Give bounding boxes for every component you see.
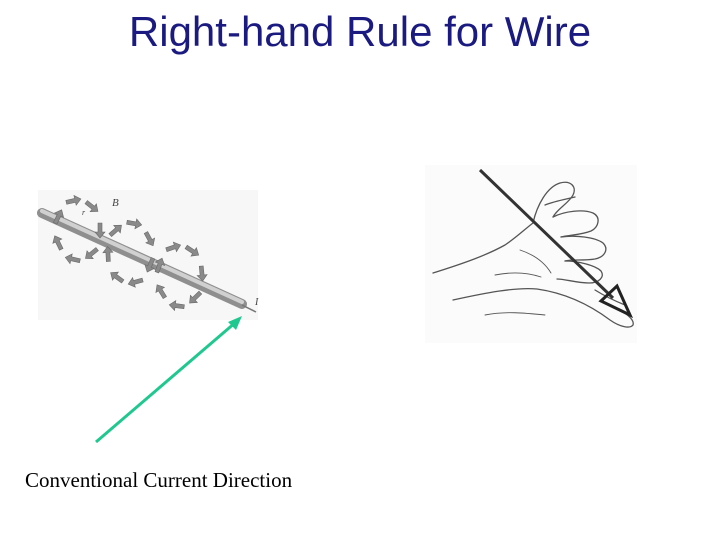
field-arrow (102, 246, 114, 262)
current-label: I (254, 297, 259, 308)
magnetic-field-arrows (52, 194, 208, 312)
field-arrow (85, 247, 99, 259)
pointer-arrow-shaft (95, 320, 237, 444)
caption: Conventional Current Direction (25, 468, 293, 492)
right-hand-diagram (425, 165, 637, 343)
field-arrow (144, 257, 156, 273)
field-arrow (165, 241, 182, 253)
wire-field-diagram: B r I (37, 190, 259, 320)
field-arrow (143, 231, 156, 247)
field-arrow (126, 218, 143, 230)
field-arrow (52, 235, 64, 251)
field-arrow (94, 222, 106, 239)
current-direction-arrow (478, 168, 634, 319)
pointer-arrow-head (228, 316, 242, 330)
field-arrow (155, 284, 167, 300)
hand-outline (432, 181, 634, 328)
field-arrow (52, 209, 65, 225)
field-arrow (110, 271, 125, 284)
slide-title: Right-hand Rule for Wire (128, 8, 592, 55)
field-arrow (154, 257, 166, 274)
field-label: B (112, 197, 119, 209)
field-arrow (108, 224, 122, 238)
field-arrow (84, 200, 99, 212)
field-arrow (127, 276, 144, 288)
field-arrow (196, 265, 208, 282)
wire (37, 208, 257, 313)
field-arrow (184, 244, 200, 257)
field-arrow (189, 290, 203, 304)
field-arrow (168, 299, 185, 312)
field-arrow (64, 253, 81, 265)
radius-label: r (82, 208, 86, 217)
field-arrow (65, 194, 82, 206)
current-direction-pointer (95, 316, 242, 444)
